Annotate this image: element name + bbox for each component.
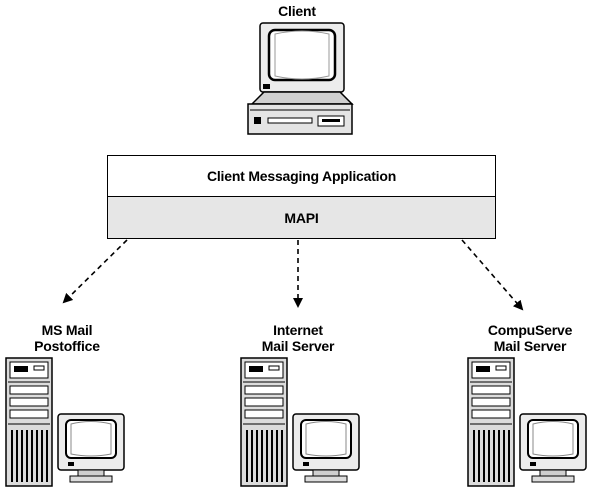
internet-label-line2: Mail Server (261, 338, 335, 354)
internet-label-line1: Internet (273, 322, 323, 338)
compuserve-mail-server-icon (467, 357, 587, 487)
client-messaging-application-box: Client Messaging Application (107, 155, 496, 197)
ms-mail-postoffice-label: MS Mail Postoffice (22, 322, 112, 354)
compuserve-mail-server-label: CompuServe Mail Server (478, 322, 582, 354)
connection-arrows (62, 239, 524, 311)
ms-mail-server-icon (5, 357, 125, 487)
mapi-box: MAPI (107, 196, 496, 239)
ms-mail-label-line1: MS Mail (41, 322, 93, 338)
ms-mail-label-line2: Postoffice (34, 338, 100, 354)
internet-mail-server-label: Internet Mail Server (250, 322, 346, 354)
client-label: Client (278, 3, 316, 19)
client-computer-icon (247, 22, 354, 135)
mapi-label: MAPI (284, 209, 319, 226)
client-messaging-application-label: Client Messaging Application (206, 168, 397, 184)
compuserve-label-line2: Mail Server (493, 338, 567, 354)
internet-mail-server-icon (240, 357, 360, 487)
compuserve-label-line1: CompuServe (487, 322, 573, 338)
